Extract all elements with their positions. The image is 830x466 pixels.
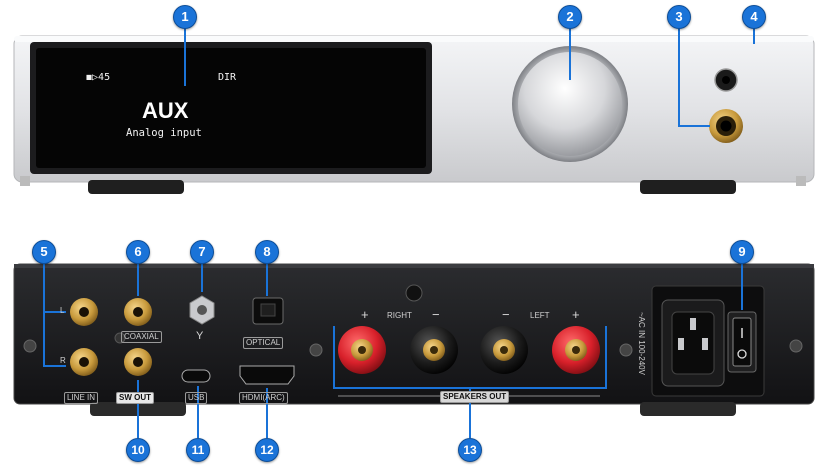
left-minus-sign: −	[502, 307, 510, 322]
left-plus-sign: +	[572, 307, 580, 322]
sw-out-label: SW OUT	[116, 392, 154, 404]
callout-1: 1	[173, 5, 197, 29]
optical-label: OPTICAL	[243, 337, 284, 349]
front-panel	[13, 35, 815, 194]
rear-panel	[13, 263, 815, 416]
speaker-volume-icon: ◼▷	[86, 72, 99, 83]
channel-right-label: R	[60, 356, 66, 365]
right-minus-sign: −	[432, 307, 440, 322]
coaxial-label: COAXIAL	[121, 331, 162, 343]
callout-7: 7	[190, 240, 214, 264]
callout-5: 5	[32, 240, 56, 264]
right-channel-label: RIGHT	[387, 311, 412, 320]
channel-left-label: L	[60, 306, 65, 315]
callout-6: 6	[126, 240, 150, 264]
volume-indicator: ◼▷45	[86, 72, 111, 83]
source-description: Analog input	[126, 127, 202, 139]
hdmi-label: HDMI(ARC)	[239, 392, 288, 404]
callout-9: 9	[730, 240, 754, 264]
callout-3: 3	[667, 5, 691, 29]
callout-leaders-front	[184, 22, 755, 127]
left-channel-label: LEFT	[530, 311, 550, 320]
callout-12: 12	[255, 438, 279, 462]
line-in-label: LINE IN	[64, 392, 99, 404]
speakers-out-label: SPEAKERS OUT	[440, 391, 510, 403]
antenna-icon: Y	[196, 330, 204, 342]
usb-label: USB	[185, 392, 208, 404]
mode-indicator: DIR	[218, 72, 237, 83]
callout-4: 4	[742, 5, 766, 29]
right-plus-sign: +	[361, 307, 369, 322]
callout-13: 13	[458, 438, 482, 462]
ac-in-label: ~AC IN 100-240V	[637, 312, 646, 375]
callout-10: 10	[126, 438, 150, 462]
source-name: AUX	[142, 98, 189, 123]
callout-11: 11	[186, 438, 210, 462]
callout-2: 2	[558, 5, 582, 29]
callout-8: 8	[255, 240, 279, 264]
